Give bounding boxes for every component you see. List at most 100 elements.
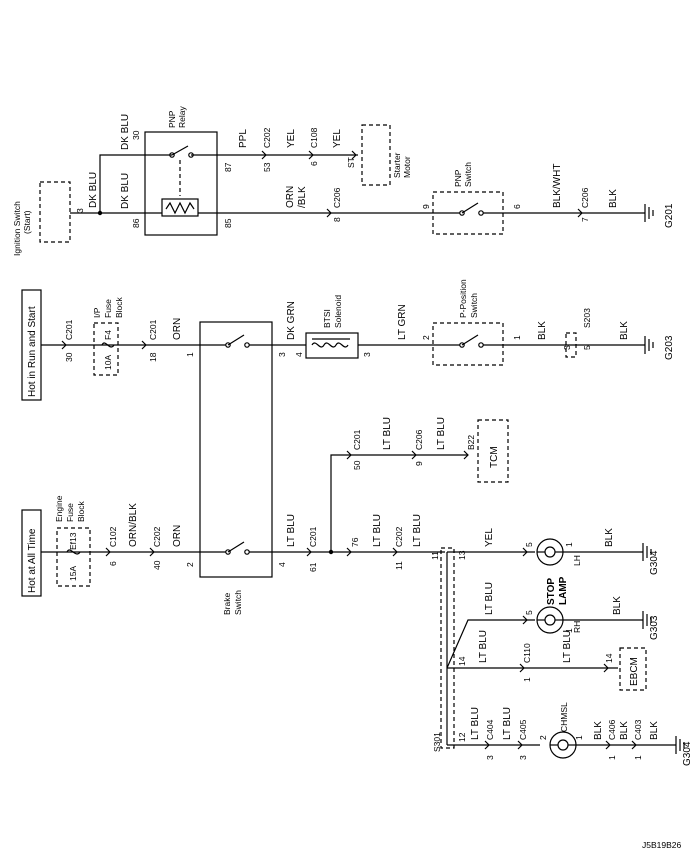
engine-fuse-name3: Block	[76, 500, 86, 522]
wire-label-blk-1: BLK	[608, 189, 619, 208]
conn-c202-40-name: C202	[152, 526, 162, 547]
ignition-switch-pin: 3	[75, 208, 85, 213]
connector-mark	[411, 450, 417, 460]
stop-lamp-label1: STOP	[546, 578, 557, 605]
lamp-lh-pin1: 1	[564, 542, 574, 547]
connector-mark	[522, 547, 528, 557]
wire-label-blk-6: BLK	[593, 721, 604, 740]
chmsl-lamp-icon	[549, 731, 577, 759]
connector-mark	[463, 450, 469, 460]
wire-label-blk-5: BLK	[612, 596, 623, 615]
conn-c206-9-pin: 9	[414, 461, 424, 466]
ground-g303-icon	[642, 611, 652, 629]
connector-mark	[522, 615, 528, 625]
s203-box	[565, 332, 577, 358]
pnp-relay-name2: Relay	[177, 106, 187, 128]
p-position-name2: Switch	[469, 293, 479, 318]
engine-fuse-block-box	[56, 527, 91, 587]
fuse-icon	[101, 342, 115, 348]
btsi-pin-a: 4	[294, 352, 304, 357]
wire-label-lt-grn: LT GRN	[397, 304, 408, 340]
stop-lamp-label2: LAMP	[558, 576, 569, 605]
connector-mark	[261, 150, 267, 160]
conn-c110-name: C110	[522, 643, 532, 663]
s301-pin12: 12	[457, 732, 467, 742]
connector-mark	[577, 208, 583, 218]
chmsl-pin1: 1	[574, 735, 584, 740]
pnp-switch-pin-b: 6	[512, 204, 522, 209]
conn-c403-pin: 1	[633, 755, 643, 760]
relay-coil-box	[161, 198, 199, 217]
connector-mark	[326, 208, 332, 218]
connector-mark	[519, 663, 525, 673]
brake-sw-lower-pivot	[225, 549, 231, 555]
ground-g304-a-icon	[642, 543, 652, 561]
wire-label-lt-blu-9: LT BLU	[470, 707, 481, 740]
wire-label-yel-2: YEL	[332, 129, 343, 148]
conn-c206-7-pin: 7	[580, 217, 590, 222]
conn-c202-pin: 53	[262, 162, 272, 172]
pnp-switch-name1: PNP	[453, 169, 463, 187]
connector-mark	[517, 740, 523, 750]
figure-id: J5B19B26	[642, 840, 681, 850]
wire-lt-blu-tcm	[330, 454, 468, 552]
pnp-sw-contact	[478, 210, 484, 216]
chmsl-name: CHMSL	[559, 702, 569, 732]
wire-label-dk-blu-2: DK BLU	[120, 114, 131, 150]
conn-c201-30-name: C201	[64, 319, 74, 340]
lamp-rh-pin1: 1	[564, 628, 574, 633]
wire-label-yel-3: YEL	[484, 528, 495, 547]
conn-c206-9-name: C206	[414, 429, 424, 450]
wire-label-orn-blk-a: ORN	[285, 186, 296, 208]
conn-c202-40-pin: 40	[152, 560, 162, 570]
brake-sw-upper-pivot	[225, 342, 231, 348]
wire-lt-blu-rh	[446, 619, 535, 669]
conn-c405-pin: 3	[518, 755, 528, 760]
hot-at-all-time-box	[21, 509, 42, 597]
ground-g203-icon	[644, 336, 654, 354]
conn-76: 76	[350, 537, 360, 547]
conn-c406-name: C406	[607, 719, 617, 740]
connector-mark	[605, 740, 611, 750]
engine-fuse-id: Ef13	[68, 532, 78, 550]
ppos-sw-pivot	[459, 342, 465, 348]
connector-mark	[351, 150, 357, 160]
s301-box	[440, 547, 455, 749]
conn-c206-8-name: C206	[332, 187, 342, 208]
conn-c406-pin: 1	[607, 755, 617, 760]
connector-mark	[484, 740, 490, 750]
connector-mark	[346, 547, 352, 557]
conn-c404-pin: 3	[485, 755, 495, 760]
wire-label-dk-blu-1: DK BLU	[88, 172, 99, 208]
ignition-switch-box	[39, 181, 71, 243]
tcm-name: TCM	[489, 446, 500, 468]
btsi-pin-b: 3	[362, 352, 372, 357]
wire-label-lt-blu-3: LT BLU	[436, 417, 447, 450]
wire-label-lt-blu-6: LT BLU	[484, 582, 495, 615]
wire-dk-blu-branch	[99, 154, 145, 213]
ip-fuse-name3: Block	[114, 296, 124, 318]
connector-mark	[308, 150, 314, 160]
pnp-sw-arm	[461, 202, 479, 214]
ground-g201-icon	[644, 204, 654, 222]
wire-label-dk-grn: DK GRN	[286, 301, 297, 340]
pnp-relay-pin87: 87	[223, 162, 233, 172]
p-position-switch-box	[432, 322, 504, 366]
fuse-icon	[66, 549, 81, 555]
relay-switch-arm	[171, 145, 189, 156]
engine-fuse-amps: 15A	[68, 566, 78, 581]
pnp-relay-pin85: 85	[223, 218, 233, 228]
wire-label-blk-4: BLK	[604, 528, 615, 547]
conn-c102-pin: 6	[108, 561, 118, 566]
brake-switch-name1: Brake	[222, 593, 232, 615]
tcm-box	[477, 419, 509, 483]
ground-g304-a-label: G304	[649, 550, 660, 575]
wire-label-blk-3: BLK	[619, 321, 630, 340]
s203-name: S203	[582, 308, 592, 328]
connector-mark	[603, 663, 609, 673]
brake-sw-lower-contact	[244, 549, 250, 555]
conn-c206-8-pin: 8	[332, 217, 342, 222]
wire-label-blk-wht: BLK/WHT	[552, 164, 563, 208]
s301-name: S301	[432, 732, 442, 752]
pnp-switch-pin-a: 9	[421, 204, 431, 209]
